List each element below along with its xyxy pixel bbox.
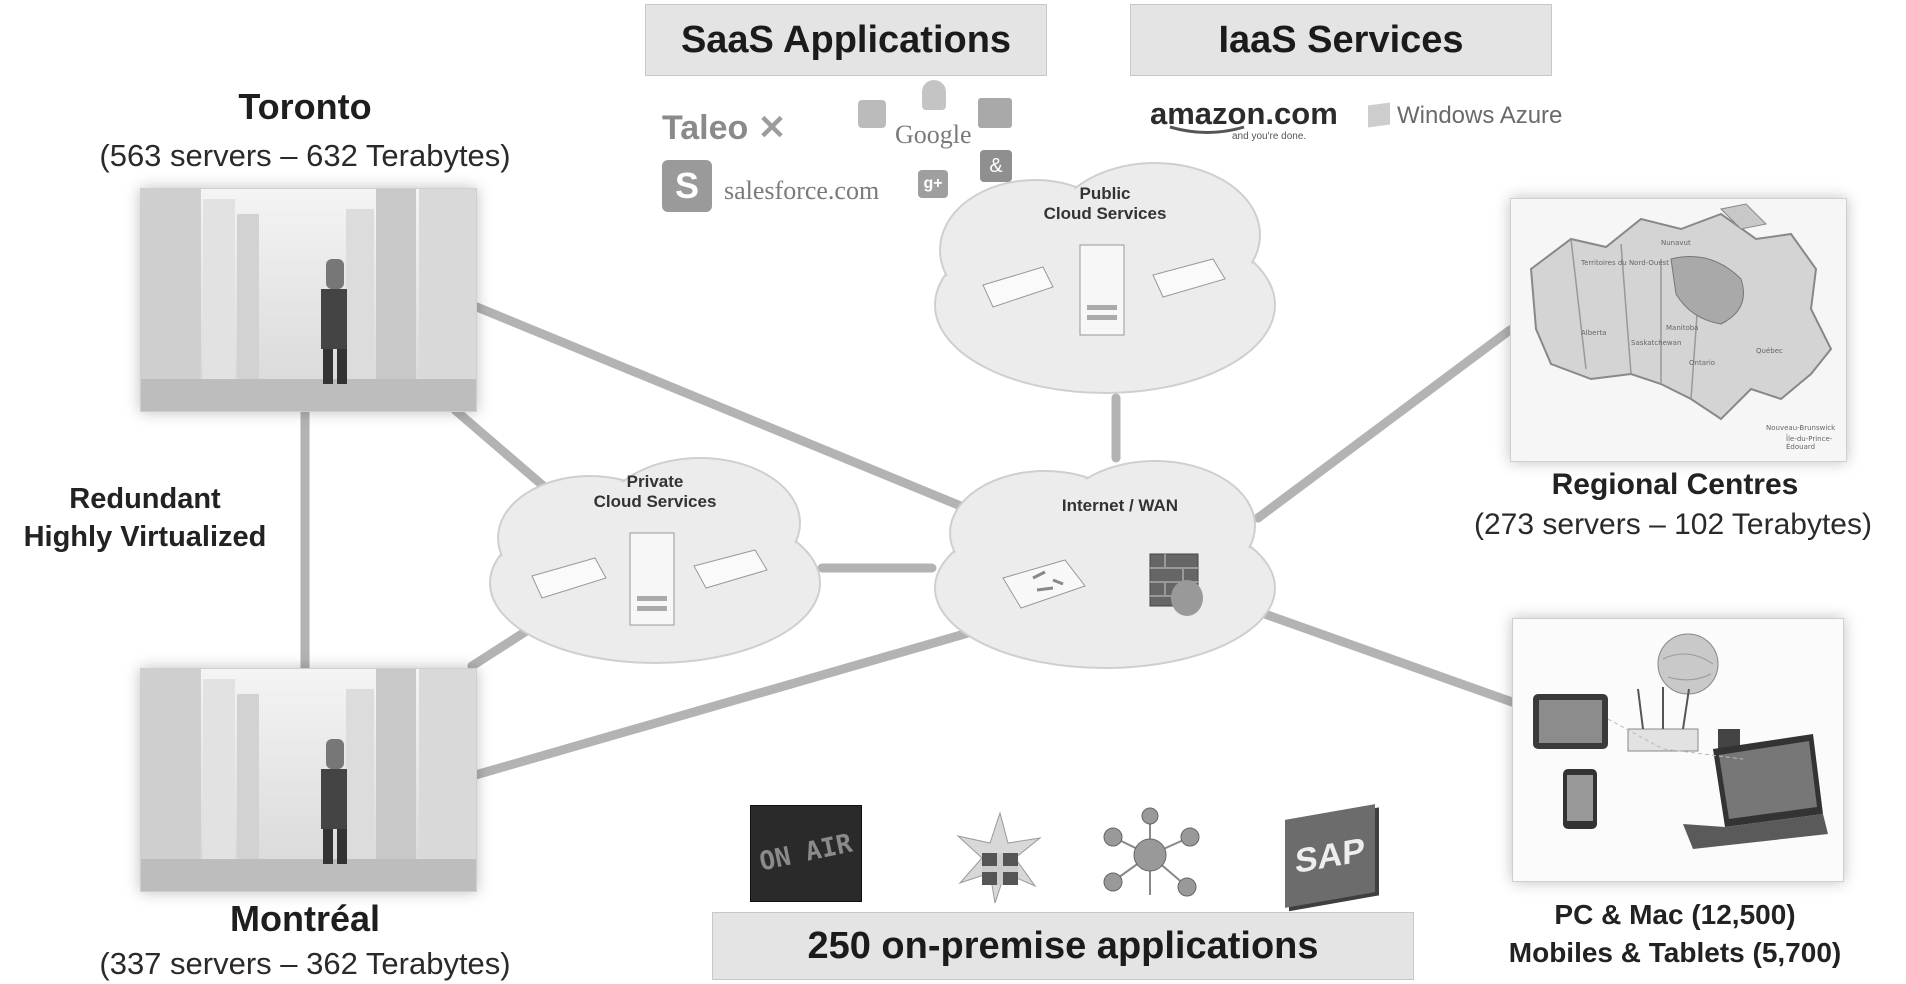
toronto-title: Toronto	[238, 86, 372, 127]
windows-flag-icon	[1368, 102, 1390, 128]
private-cloud-label: Private Cloud Services	[580, 472, 730, 512]
iaas-banner: IaaS Services	[1130, 4, 1552, 76]
link-montreal-private	[467, 625, 533, 671]
salesforce-logo: salesforce.com	[724, 176, 880, 205]
public-cloud-line-2: Cloud Services	[1043, 204, 1167, 223]
link-toronto-private	[450, 405, 560, 501]
android-icon	[922, 80, 946, 110]
public-cloud-servers	[982, 244, 1226, 336]
public-cloud-line-1: Public	[1079, 184, 1131, 203]
map-label-quebec: Québec	[1756, 347, 1783, 355]
internet-cloud-label: Internet / WAN	[1061, 496, 1179, 515]
map-label-nb: Nouveau-Brunswick	[1766, 424, 1836, 432]
redundant-label: Redundant Highly Virtualized	[0, 480, 290, 556]
firewall-icon	[1149, 553, 1203, 616]
google-logo: Google	[895, 120, 972, 149]
link-internet-devices	[1257, 608, 1517, 707]
regional-detail: (273 servers – 102 Terabytes)	[1474, 508, 1872, 541]
amazon-smile-icon	[1169, 125, 1245, 134]
map-label-nwt: Territoires du Nord-Ouest	[1581, 259, 1670, 267]
map-label-alberta: Alberta	[1581, 329, 1607, 337]
map-label-ontario: Ontario	[1689, 359, 1716, 367]
hub-network-icon	[1103, 807, 1200, 897]
google-app-icon	[858, 100, 886, 128]
map-label-nunavut: Nunavut	[1661, 239, 1691, 247]
toronto-detail: (563 servers – 632 Terabytes)	[99, 138, 511, 173]
amazon-logo: amazon.com	[1150, 96, 1338, 131]
datacenter-image-2	[141, 669, 476, 891]
google-plus-icon: &	[980, 150, 1012, 182]
public-cloud-label: Public Cloud Services	[1030, 184, 1180, 224]
taleo-logo: Taleo ✕	[662, 109, 787, 147]
map-label-manitoba: Manitoba	[1666, 324, 1699, 332]
salesforce-icon: S	[662, 160, 712, 212]
devices-image	[1533, 633, 1828, 849]
amazon-tagline: and you're done.	[1232, 131, 1307, 142]
onprem-banner: 250 on-premise applications	[712, 912, 1414, 980]
montreal-title: Montréal	[229, 898, 380, 939]
redundant-line-1: Redundant	[69, 483, 221, 515]
sap-text: SAP	[1295, 830, 1365, 882]
montreal-detail: (337 servers – 362 Terabytes)	[99, 946, 511, 981]
redundant-line-2: Highly Virtualized	[23, 521, 267, 553]
datacenter-image	[141, 189, 476, 411]
private-cloud-line-2: Cloud Services	[593, 492, 717, 511]
gift-box-icon	[956, 811, 1042, 904]
canada-map: Territoires du Nord-Ouest Nunavut Albert…	[1510, 198, 1847, 462]
link-toronto-internet	[467, 300, 990, 521]
devices-label: PC & Mac (12,500) Mobiles & Tablets (5,7…	[1450, 896, 1900, 972]
router-icon	[1002, 559, 1086, 609]
montreal-datacenter-photo	[140, 668, 477, 892]
saas-banner: SaaS Applications	[645, 4, 1047, 76]
map-label-saskatchewan: Saskatchewan	[1631, 339, 1682, 347]
on-air-text: ON AIR	[756, 828, 855, 878]
private-cloud-line-1: Private	[626, 472, 684, 491]
internet-cloud-shape	[934, 460, 1276, 669]
azure-logo: Windows Azure	[1397, 102, 1563, 129]
devices-line-1: PC & Mac (12,500)	[1554, 899, 1796, 930]
on-air-icon: ON AIR	[750, 805, 862, 902]
devices-line-2: Mobiles & Tablets (5,700)	[1508, 937, 1842, 968]
link-internet-regional	[1253, 325, 1515, 523]
regional-title: Regional Centres	[1551, 468, 1799, 501]
link-montreal-internet	[467, 628, 973, 781]
private-cloud-servers	[531, 532, 768, 626]
public-cloud-shape	[934, 162, 1276, 394]
map-label-pei: Île-du-Prince-Édouard	[1786, 435, 1833, 451]
sap-logo-icon: SAP	[1285, 804, 1375, 908]
toronto-datacenter-photo	[140, 188, 477, 412]
devices-illustration	[1512, 618, 1844, 882]
private-cloud-shape	[489, 457, 821, 664]
canada-map-image	[1529, 203, 1833, 421]
calendar-app-icon	[978, 98, 1012, 128]
google-plus-icon-2: g+	[918, 170, 948, 198]
